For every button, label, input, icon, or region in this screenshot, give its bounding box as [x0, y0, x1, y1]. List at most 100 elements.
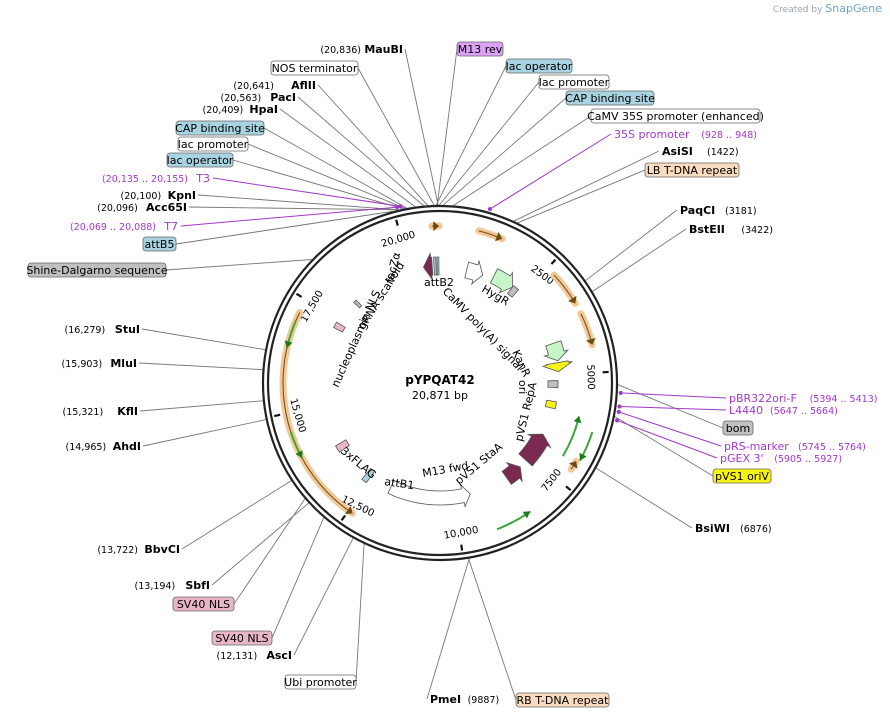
primer-t3[interactable]: T3(20,135 .. 20,155) [102, 172, 210, 185]
box-label-frame [590, 108, 761, 124]
box-label-lac-promoter[interactable]: lac promoter [538, 74, 610, 90]
box-label-cap-binding-site[interactable]: CAP binding site [175, 120, 265, 136]
feature-label-3xflag: 3xFLAG [338, 444, 379, 481]
site-stui[interactable]: StuI(16,279) [65, 323, 140, 336]
site-leader-line [142, 419, 266, 447]
primer-l4440[interactable]: L4440(5647 .. 5664) [729, 404, 838, 417]
primer-35s-promoter[interactable]: 35S promoter(928 .. 948) [614, 128, 757, 141]
box-label-shine-dalgarno-sequence[interactable]: Shine-Dalgarno sequence [26, 262, 168, 278]
site-hpai[interactable]: HpaI(20,409) [203, 103, 278, 116]
box-label-nos-terminator[interactable]: NOS terminator [270, 60, 359, 76]
box-label-rb-t-dna-repeat[interactable]: RB T-DNA repeat [515, 692, 610, 708]
shine-dalgarno-marker [353, 299, 363, 309]
tick-mark [395, 219, 399, 226]
primer-leader-line [619, 405, 727, 411]
box-label-text: Shine-Dalgarno sequence [26, 264, 167, 277]
box-label-frame [722, 420, 754, 436]
site-bbvci[interactable]: BbvCI(13,722) [97, 543, 180, 556]
box-label-cap-binding-site[interactable]: CAP binding site [565, 90, 655, 106]
box-label-frame [538, 74, 610, 90]
site-position: (20,836) [320, 45, 361, 56]
box-label-lac-operator[interactable]: lac operator [505, 58, 573, 74]
box-label-sv40-nls[interactable]: SV40 NLS [211, 630, 273, 646]
site-name: KflI [117, 405, 138, 418]
box-leader-line [517, 169, 646, 224]
site-asisi[interactable]: AsiSI(1422) [662, 145, 739, 158]
primer-t7[interactable]: T7(20,069 .. 20,088) [70, 220, 178, 233]
site-pmei[interactable]: PmeI(9887) [430, 693, 499, 706]
primer-name: 35S promoter [614, 128, 690, 141]
box-label-frame [644, 162, 740, 178]
site-leader-line [279, 108, 416, 208]
box-label-frame [166, 152, 234, 168]
box-label-text: lac promoter [539, 76, 610, 89]
site-paci[interactable]: PacI(20,563) [221, 91, 296, 104]
site-position: (20,641) [233, 81, 274, 92]
hygr-arrow [489, 268, 513, 294]
box-leader-line [439, 81, 540, 206]
site-position: (13,194) [135, 581, 176, 592]
tick-label: 5000 [584, 364, 596, 390]
site-leader-line [197, 194, 400, 211]
site-ahdi[interactable]: AhdI(14,965) [66, 440, 141, 453]
box-label-lac-promoter[interactable]: lac promoter [177, 136, 249, 152]
site-leader-line [293, 538, 354, 656]
site-name: AscI [266, 649, 292, 662]
backbone-inner-strand [266, 209, 614, 557]
primer-leader-line [616, 419, 718, 459]
box-label-attb5[interactable]: attB5 [142, 236, 177, 252]
attb2-cyan-marker [433, 256, 437, 276]
green-arrow-left-2-arrowhead [284, 340, 293, 349]
ori-arrow [542, 360, 573, 373]
orange-cds-arrow-2-arrowhead [585, 337, 596, 345]
site-mlui[interactable]: MluI(15,903) [62, 357, 137, 370]
box-label-bom[interactable]: bom [722, 420, 754, 436]
site-position: (9887) [468, 695, 500, 706]
primer-leader-line [620, 392, 727, 399]
gray-marker-block [506, 285, 520, 298]
box-label-lac-operator[interactable]: lac operator [166, 152, 234, 168]
site-maubi[interactable]: MauBI(20,836) [320, 43, 403, 56]
box-label-text: CaMV 35S promoter (enhanced) [587, 110, 764, 123]
site-kpni[interactable]: KpnI(20,100) [121, 189, 196, 202]
attb5-marker [361, 467, 376, 484]
green-arrow-left-1-arrowhead [295, 450, 303, 458]
box-label-pvs1-oriv[interactable]: pVS1 oriV [712, 468, 772, 484]
primer-position: (5905 .. 5927) [774, 454, 842, 465]
site-sbfi[interactable]: SbfI(13,194) [135, 579, 210, 592]
site-kfli[interactable]: KflI(15,321) [63, 405, 138, 418]
orange-cds-arrow-3-arrowhead [568, 461, 578, 469]
box-label-lb-t-dna-repeat[interactable]: LB T-DNA repeat [644, 162, 740, 178]
primer-pgex-3[interactable]: pGEX 3'(5905 .. 5927) [720, 452, 842, 465]
site-name: KpnI [168, 189, 196, 202]
site-paqci[interactable]: PaqCI(3181) [680, 204, 757, 217]
site-leader-line [513, 150, 660, 222]
box-label-frame [175, 120, 265, 136]
box-label-frame [27, 262, 167, 278]
box-leader-line [271, 517, 325, 639]
box-label-sv40-nls[interactable]: SV40 NLS [172, 596, 235, 612]
box-label-camv-35s-promoter-enhanced[interactable]: CaMV 35S promoter (enhanced) [587, 108, 764, 124]
tick-mark [565, 485, 572, 492]
site-aflii[interactable]: AflII(20,641) [233, 79, 316, 92]
site-acc65i[interactable]: Acc65I(20,096) [97, 201, 187, 214]
site-position: (20,563) [221, 93, 262, 104]
box-label-frame [142, 236, 177, 252]
primer-leader-lines [180, 133, 727, 459]
box-label-m13-rev[interactable]: M13 rev [456, 41, 504, 57]
site-leader-line [141, 328, 266, 351]
primer-binding-mark [398, 204, 403, 209]
primer-pbr322ori-f[interactable]: pBR322ori-F(5394 .. 5413) [729, 392, 877, 405]
site-bsteii[interactable]: BstEII(3422) [689, 223, 773, 236]
site-name: BsiWI [695, 522, 730, 535]
primer-leader-line [212, 177, 401, 207]
box-label-ubi-promoter[interactable]: Ubi promoter [284, 674, 357, 690]
primer-position: (5394 .. 5413) [810, 394, 878, 405]
primer-binding-mark [394, 205, 400, 210]
primer-prs-marker[interactable]: pRS-marker(5745 .. 5764) [724, 440, 866, 453]
site-leader-line [592, 228, 687, 292]
site-asci[interactable]: AscI(12,131) [217, 649, 292, 662]
site-name: PaqCI [680, 204, 715, 217]
site-bsiwi[interactable]: BsiWI(6876) [695, 522, 772, 535]
